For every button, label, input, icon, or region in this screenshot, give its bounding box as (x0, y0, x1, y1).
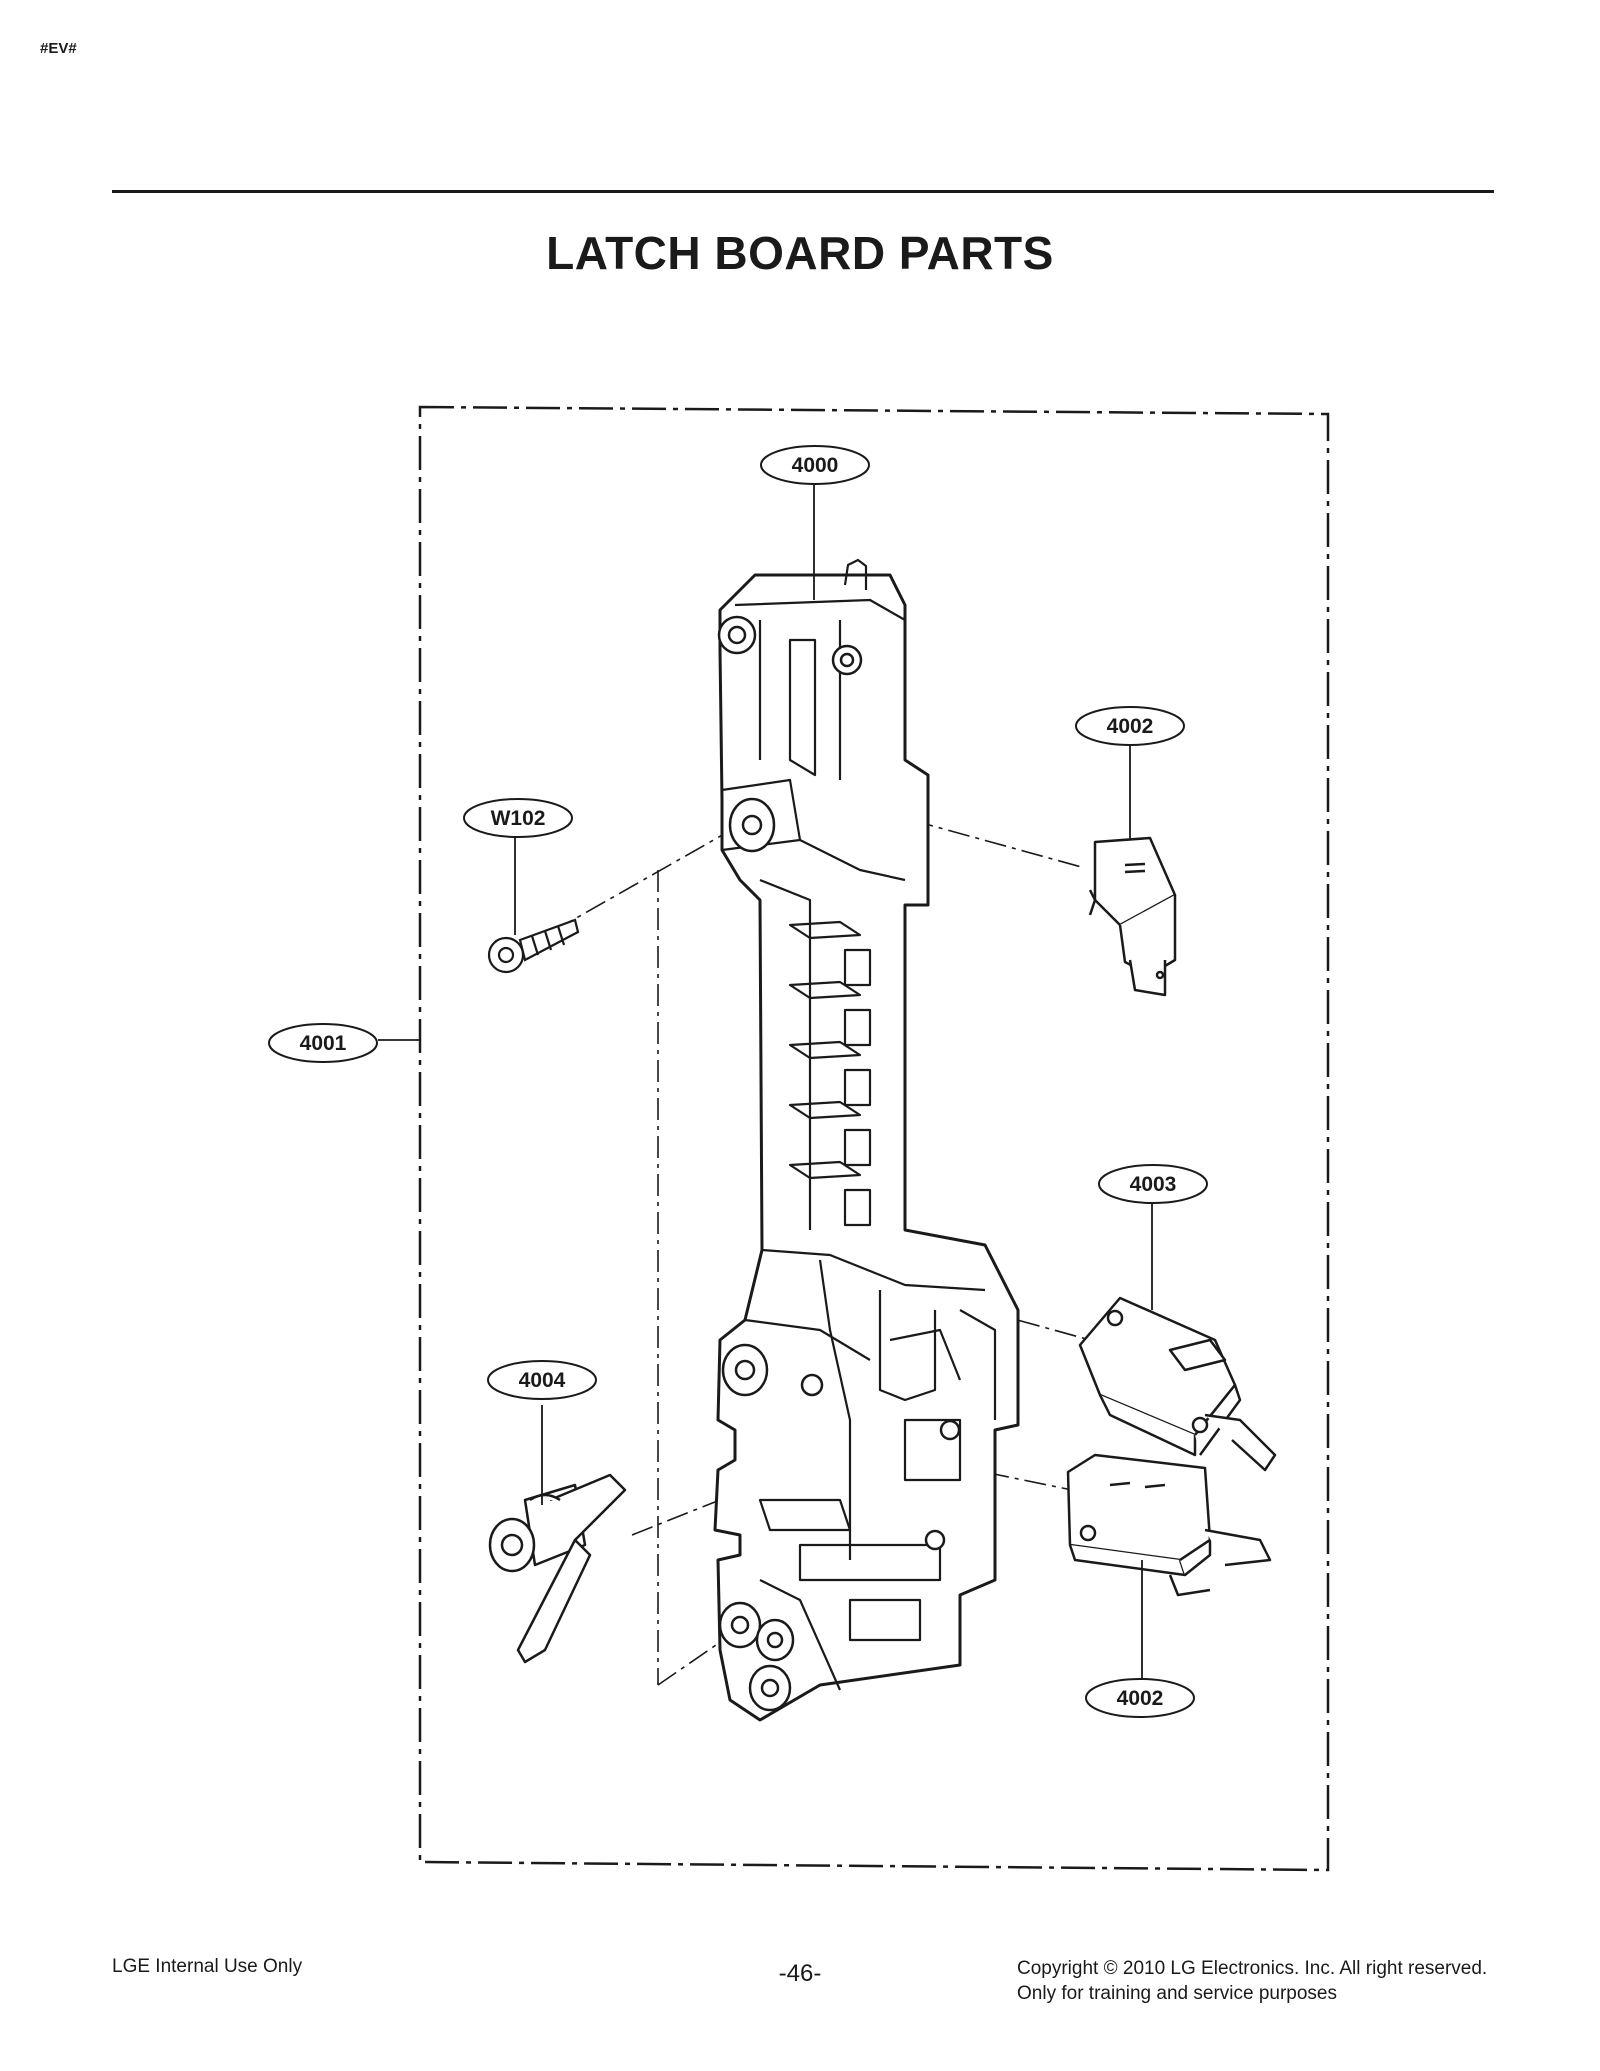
microswitch-4002-bottom (1066, 1453, 1272, 1597)
callout-4004: 4004 (487, 1360, 597, 1400)
assembly-boundary (418, 405, 1330, 1872)
callout-label: 4004 (519, 1369, 566, 1392)
screw-w102 (487, 918, 580, 974)
callout-label: 4002 (1117, 1687, 1164, 1710)
footer-internal-use: LGE Internal Use Only (112, 1956, 303, 1977)
callout-label: 4000 (792, 454, 839, 477)
latch-lever-4004 (488, 1473, 627, 1664)
callout-leaders (378, 482, 1153, 1680)
microswitch-4002-top (1088, 836, 1177, 997)
callout-4002-bottom: 4002 (1085, 1678, 1195, 1718)
callout-4002-top: 4002 (1075, 706, 1185, 746)
callout-4003: 4003 (1098, 1164, 1208, 1204)
callout-label: W102 (491, 807, 546, 830)
callout-label: 4001 (300, 1032, 347, 1055)
page-number: -46- (778, 1960, 822, 1987)
callout-label: 4003 (1130, 1173, 1177, 1196)
latch-board-details (721, 558, 997, 1691)
page-title: LATCH BOARD PARTS (546, 227, 1054, 279)
microswitch-4003 (1078, 1296, 1277, 1472)
callout-label: 4002 (1107, 715, 1154, 738)
latch-board-bosses (717, 615, 961, 1712)
header-rule (112, 190, 1494, 193)
callout-4000: 4000 (760, 445, 870, 485)
document-tag: #EV# (40, 40, 77, 57)
callout-w102: W102 (463, 798, 573, 838)
training-note: Only for training and service purposes (1017, 1983, 1337, 2004)
callout-4001: 4001 (268, 1023, 378, 1063)
footer-copyright: Copyright © 2010 LG Electronics. Inc. Al… (1017, 1956, 1487, 2006)
copyright-line: Copyright © 2010 LG Electronics. Inc. Al… (1017, 1958, 1488, 1979)
